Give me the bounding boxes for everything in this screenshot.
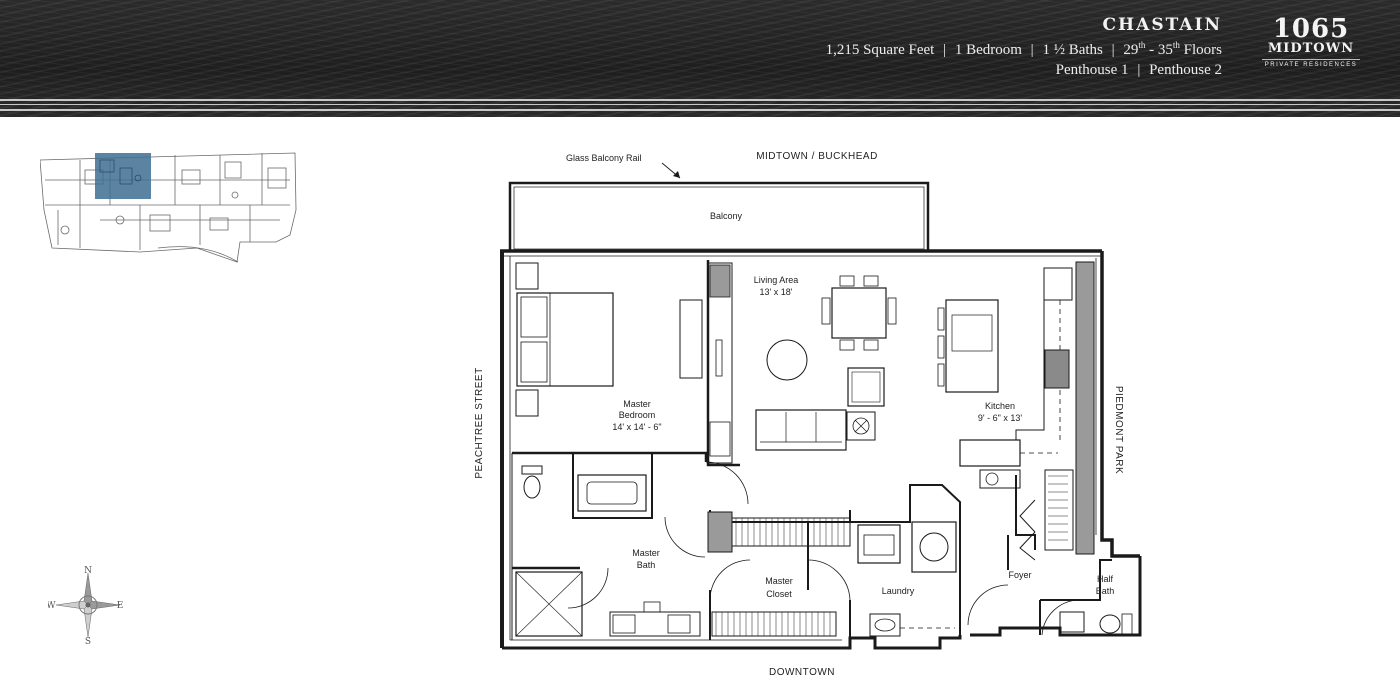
floor-plan: MIDTOWN / BUCKHEAD DOWNTOWN PEACHTREE ST… — [474, 151, 1142, 678]
room-laundry: Laundry — [882, 586, 915, 596]
unit-name: CHASTAIN — [1102, 15, 1222, 35]
key-plan — [40, 152, 297, 263]
unit-specs: 1,215 Square Feet | 1 Bedroom | 1 ½ Bath… — [825, 40, 1222, 58]
logo-word: MIDTOWN — [1267, 41, 1355, 56]
label-south-direction: DOWNTOWN — [769, 667, 835, 678]
bedrooms: 1 Bedroom — [954, 42, 1022, 58]
penthouse-2: Penthouse 2 — [1149, 62, 1222, 78]
label-west-direction: PEACHTREE STREET — [474, 367, 485, 478]
logo-number: 1065 — [1272, 14, 1350, 44]
half-bath-toilet — [1099, 614, 1121, 634]
compass-rose: N S W E — [48, 566, 124, 645]
room-living-area: Living Area — [754, 275, 799, 285]
floor-to: 35 — [1157, 42, 1173, 58]
kitchen-island — [945, 299, 999, 393]
room-balcony: Balcony — [710, 211, 743, 221]
label-east-direction: PIEDMONT PARK — [1113, 386, 1124, 474]
room-master-bath-1: Master — [632, 548, 660, 558]
separator: | — [943, 42, 947, 58]
room-master-bedroom-2: Bedroom — [619, 410, 656, 420]
compass-e: E — [117, 601, 124, 611]
refrigerator-column — [1075, 261, 1095, 555]
room-half-bath-2: Bath — [1096, 586, 1115, 596]
room-master-closet-1: Master — [765, 576, 793, 586]
bed — [516, 292, 614, 387]
glass-rail-callout: Glass Balcony Rail — [566, 153, 642, 163]
room-master-bedroom-1: Master — [623, 399, 651, 409]
room-master-bedroom-size: 14' x 14' - 6" — [612, 422, 661, 432]
sofa — [755, 409, 847, 451]
master-toilet — [523, 475, 541, 499]
floor-from: 29 — [1123, 42, 1139, 58]
room-foyer: Foyer — [1008, 570, 1031, 580]
compass-w: W — [48, 601, 56, 611]
coffee-table — [766, 339, 808, 381]
label-north-direction: MIDTOWN / BUCKHEAD — [756, 151, 878, 162]
floor-from-suffix: th — [1138, 40, 1146, 50]
compass-n: N — [84, 566, 92, 576]
square-feet: 1,215 Square Feet — [825, 42, 935, 58]
room-master-closet-2: Closet — [766, 589, 792, 599]
header-stripe — [0, 109, 1400, 111]
floor-to-suffix: th — [1172, 40, 1180, 50]
room-master-bath-2: Bath — [637, 560, 656, 570]
room-living-size: 13' x 18' — [760, 287, 793, 297]
room-kitchen-size: 9' - 6" x 13' — [978, 413, 1022, 423]
room-half-bath-1: Half — [1097, 574, 1114, 584]
unit-highlight — [95, 153, 151, 199]
separator: | — [1111, 42, 1115, 58]
logo-tagline: PRIVATE RESIDENCES — [1262, 59, 1360, 68]
baths: 1 ½ Baths — [1042, 42, 1103, 58]
compass-s: S — [85, 637, 91, 645]
header-stripe — [0, 99, 1400, 101]
room-kitchen: Kitchen — [985, 401, 1015, 411]
separator: | — [1137, 62, 1141, 78]
penthouse-line: Penthouse 1 | Penthouse 2 — [1056, 62, 1222, 79]
separator: | — [1030, 42, 1034, 58]
floors-word: Floors — [1183, 42, 1222, 58]
penthouse-1: Penthouse 1 — [1055, 62, 1129, 78]
dining-table — [831, 287, 887, 339]
header-stripe — [0, 104, 1400, 105]
building-logo: 1065 MIDTOWN PRIVATE RESIDENCES — [1262, 16, 1360, 68]
header-banner: CHASTAIN 1,215 Square Feet | 1 Bedroom |… — [0, 0, 1400, 117]
shower — [515, 571, 583, 637]
